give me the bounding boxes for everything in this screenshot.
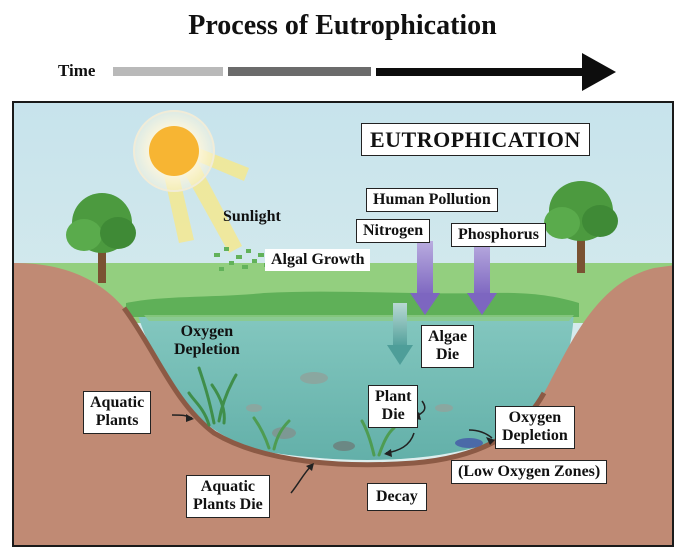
eutrophication-scene: EUTROPHICATION Sunlight Algal Growth Hum… bbox=[12, 101, 674, 547]
label-aquatic-plants: Aquatic Plants bbox=[83, 391, 152, 434]
label-sunlight: Sunlight bbox=[223, 208, 281, 225]
aquatic-plant-bottom bbox=[252, 416, 291, 451]
rock bbox=[333, 441, 355, 451]
label-low-oxygen-zones: (Low Oxygen Zones) bbox=[451, 460, 608, 485]
timeline-segment-middle bbox=[228, 67, 371, 76]
tree-right bbox=[544, 181, 618, 273]
label-algal-growth: Algal Growth bbox=[265, 249, 371, 272]
rock bbox=[435, 404, 453, 412]
phosphorus-arrow-icon bbox=[467, 241, 497, 315]
nitrogen-arrow-icon bbox=[410, 241, 440, 315]
algae-sinking-arrow-icon bbox=[387, 303, 413, 365]
timeline-segment-early bbox=[113, 67, 223, 76]
diagram-title: Process of Eutrophication bbox=[188, 10, 497, 41]
sun-icon bbox=[133, 110, 249, 253]
timeline-segment-late bbox=[376, 68, 586, 76]
rock bbox=[246, 404, 262, 412]
timeline-arrowhead-icon bbox=[582, 53, 616, 91]
label-oxygen-depletion-right: Oxygen Depletion bbox=[495, 406, 575, 449]
time-label: Time bbox=[58, 61, 96, 80]
algae-layer bbox=[126, 291, 579, 317]
aquatic-plant-left bbox=[187, 366, 238, 427]
label-plant-die: Plant Die bbox=[368, 385, 419, 428]
label-aquatic-plants-die: Aquatic Plants Die bbox=[186, 475, 270, 518]
label-human-pollution: Human Pollution bbox=[366, 188, 498, 213]
rock bbox=[455, 438, 483, 448]
label-oxygen-depletion-top: Oxygen Depletion bbox=[174, 323, 240, 359]
tree-left bbox=[66, 193, 136, 283]
aquatic-plant-right bbox=[360, 419, 396, 457]
label-algae-die: Algae Die bbox=[421, 325, 475, 368]
label-nitrogen: Nitrogen bbox=[356, 219, 431, 244]
scene-heading: EUTROPHICATION bbox=[361, 123, 590, 157]
rock bbox=[300, 372, 328, 384]
label-decay: Decay bbox=[367, 483, 427, 512]
label-phosphorus: Phosphorus bbox=[451, 223, 546, 248]
